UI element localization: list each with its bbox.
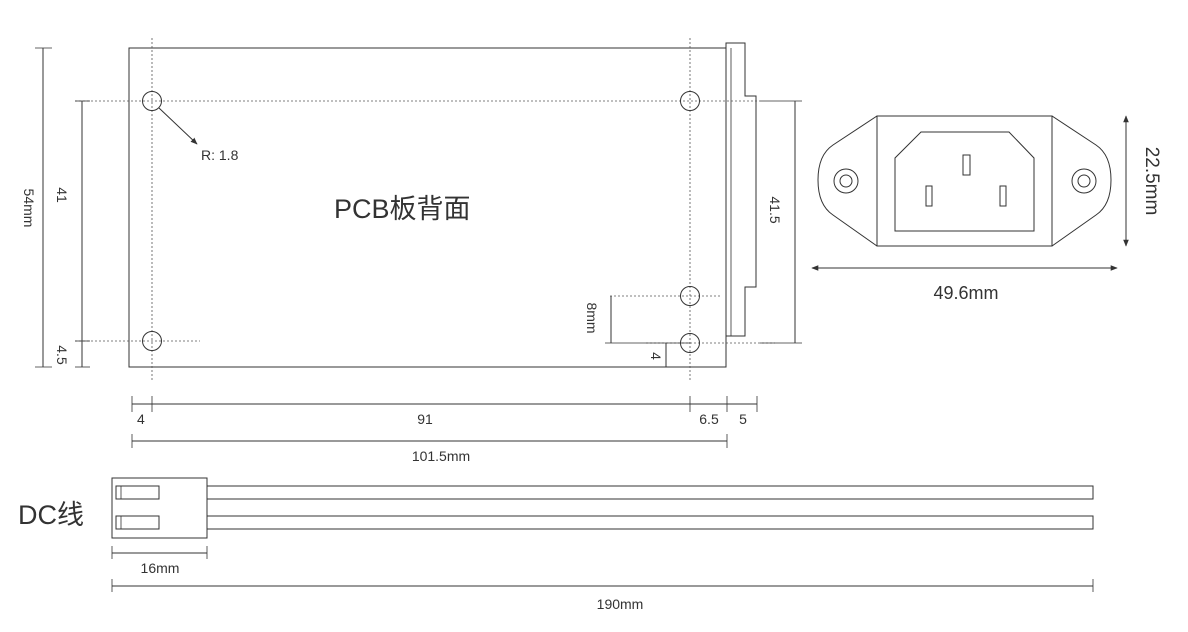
radius-leader (158, 107, 198, 145)
socket-body (876, 115, 1053, 247)
dim-total-length: 190mm (597, 596, 644, 612)
pcb-title: PCB板背面 (334, 194, 471, 224)
dim-right-height: 41.5 (767, 196, 783, 223)
mounting-hole (142, 331, 162, 351)
dim-height-total: 54mm (21, 189, 37, 228)
dc-cable-label: DC线 (18, 500, 84, 530)
socket-screw-hole (833, 168, 859, 194)
radius-label: R: 1.8 (201, 147, 239, 163)
cable-wire (206, 485, 1094, 500)
dim-hole-offset-small: 4 (648, 352, 664, 360)
socket-pin-left (925, 185, 933, 207)
socket-flange (817, 115, 1112, 247)
pcb-board-outline (128, 47, 727, 368)
socket-pin-right (999, 185, 1007, 207)
dim-hole-offset-bottom: 4.5 (54, 345, 70, 365)
dc-cable-view: DC线 16mm 190mm (18, 477, 1094, 612)
pcb-side-bracket (725, 42, 757, 337)
dim-socket-height: 22.5mm (1141, 147, 1162, 216)
mounting-hole (142, 91, 162, 111)
socket-screw-hole (1071, 168, 1097, 194)
pcb-back-view: R: 1.8 PCB板背面 54mm 41 4.5 41.5 8mm 4 (21, 38, 802, 464)
cable-connector (111, 477, 208, 539)
dim-connector-length: 16mm (141, 560, 180, 576)
socket-screw-hole (839, 174, 853, 188)
socket-receptacle (894, 131, 1035, 232)
socket-pin-earth (962, 154, 971, 176)
dim-hole-spacing-h: 91 (417, 411, 433, 427)
dim-hole-spacing-v: 41 (54, 187, 70, 203)
ac-socket-front-view: 22.5mm 49.6mm (811, 115, 1162, 303)
connector-terminal (115, 485, 160, 500)
socket-screw-hole (1077, 174, 1091, 188)
connector-terminal (115, 515, 160, 530)
dim-hole-gap: 8mm (584, 302, 600, 333)
dim-width-total: 101.5mm (412, 448, 470, 464)
dim-socket-width: 49.6mm (933, 283, 998, 303)
cable-wire (206, 515, 1094, 530)
mounting-hole (680, 286, 700, 306)
dim-hole-offset-left: 4 (137, 411, 145, 427)
mounting-hole (680, 91, 700, 111)
dim-hole-offset-right: 6.5 (699, 411, 719, 427)
dim-flange-width: 5 (739, 411, 747, 427)
